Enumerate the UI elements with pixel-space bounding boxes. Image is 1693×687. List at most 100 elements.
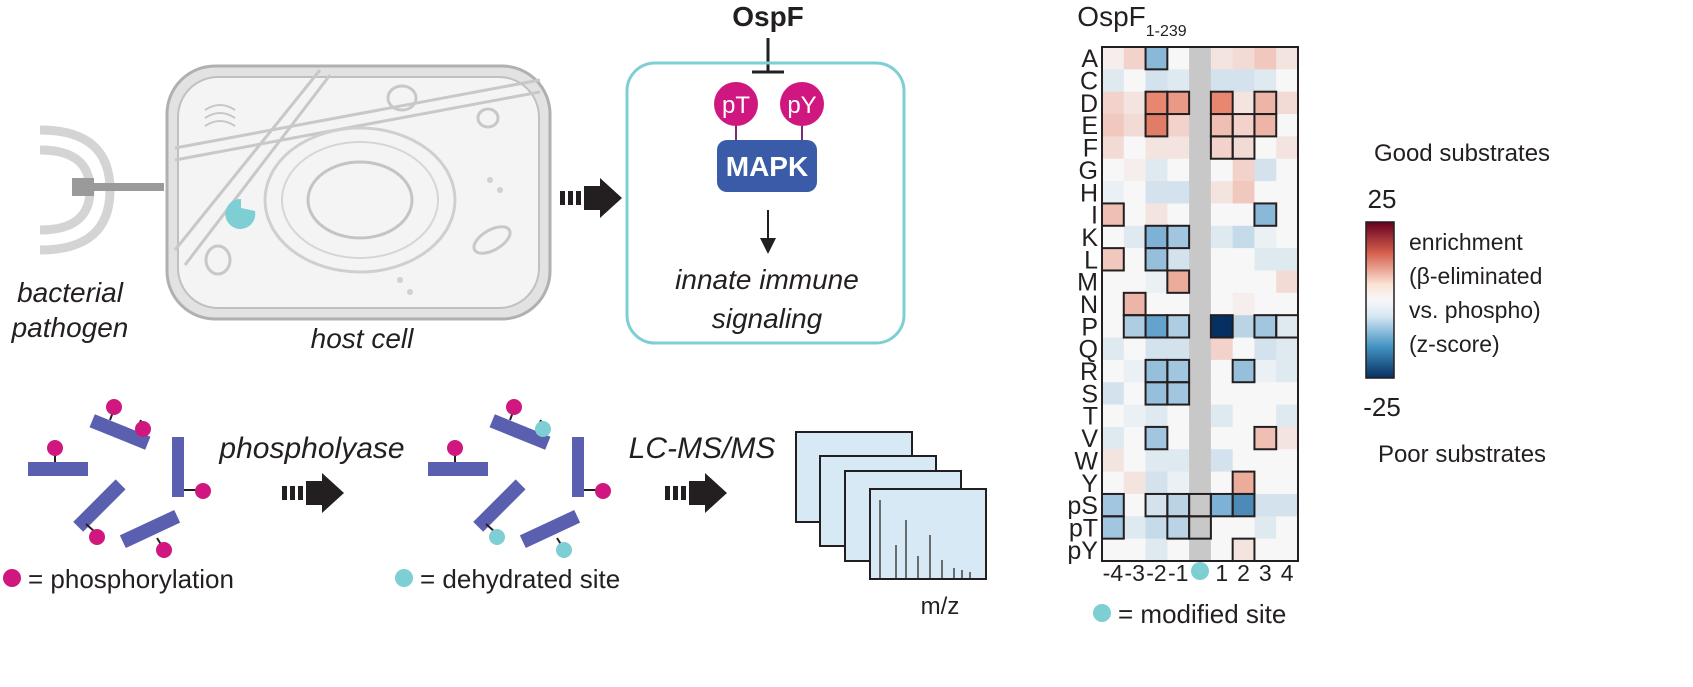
- heatmap-cell: [1189, 248, 1212, 271]
- heatmap-cell: [1189, 337, 1212, 361]
- heatmap-cell: [1232, 114, 1255, 137]
- dehydrated-protein-pool: [428, 399, 611, 558]
- heatmap-cell: [1232, 426, 1255, 450]
- heatmap-y-label: W: [1074, 447, 1098, 475]
- heatmap-y-label: pS: [1067, 492, 1098, 520]
- heatmap-cell: [1232, 493, 1255, 517]
- heatmap-cell: [1189, 382, 1212, 406]
- heatmap-cell: [1189, 426, 1212, 450]
- heatmap-cell: [1232, 382, 1255, 406]
- heatmap-y-label: H: [1080, 179, 1098, 207]
- heatmap-cell: [1145, 69, 1168, 93]
- heatmap-cell: [1123, 449, 1147, 473]
- heatmap-cell: [1254, 136, 1277, 160]
- heatmap-y-label: G: [1079, 157, 1098, 185]
- heatmap-y-label: F: [1083, 135, 1098, 163]
- heatmap-cell: [1232, 359, 1255, 383]
- heatmap-cell: [1276, 493, 1299, 517]
- py-label: pY: [787, 92, 816, 119]
- heatmap-cell: [1145, 337, 1168, 361]
- host-cell-icon: [165, 64, 552, 321]
- heatmap-cell: [1102, 91, 1125, 115]
- block-arrow-icon: [282, 473, 344, 513]
- heatmap-cell: [1123, 136, 1147, 160]
- heatmap-cell: [1167, 426, 1190, 450]
- heatmap-cell: [1145, 248, 1168, 271]
- heatmap-cell: [1210, 292, 1234, 316]
- mapk-box: [717, 140, 817, 192]
- heatmap-cell: [1210, 426, 1234, 450]
- heatmap-cell: [1210, 248, 1234, 271]
- phospholyase-label: phospholyase: [218, 432, 404, 465]
- heatmap-x-label: 2: [1237, 560, 1250, 586]
- heatmap-cell: [1232, 69, 1255, 93]
- heatmap-cell: [1276, 270, 1299, 294]
- pt-site: [714, 82, 758, 126]
- poor-substrates-label: Poor substrates: [1378, 441, 1546, 468]
- heatmap-cell: [1123, 203, 1147, 227]
- heatmap-cell: [1145, 225, 1168, 249]
- heatmap-cell: [1167, 471, 1190, 495]
- heatmap-x-label: 3: [1259, 560, 1272, 586]
- heatmap-cell: [1189, 91, 1212, 115]
- heatmap-cell: [1254, 69, 1277, 93]
- heatmap-cell: [1145, 315, 1168, 339]
- heatmap-y-label: T: [1083, 403, 1098, 431]
- heatmap-cell: [1232, 181, 1255, 204]
- heatmap-cell: [1189, 404, 1212, 428]
- heatmap-cell: [1276, 382, 1299, 406]
- heatmap-cell: [1102, 225, 1125, 249]
- heatmap-cell: [1102, 69, 1125, 93]
- heatmap-cell: [1102, 248, 1125, 271]
- heatmap-cell: [1102, 136, 1125, 160]
- heatmap-cell: [1102, 203, 1125, 227]
- heatmap-outlined-cell: [1166, 90, 1191, 116]
- heatmap-cell: [1102, 493, 1125, 517]
- heatmap-cell: [1167, 516, 1190, 540]
- heatmap-cell: [1210, 47, 1234, 70]
- heatmap-cell: [1123, 91, 1147, 115]
- heatmap-cell: [1145, 203, 1168, 227]
- heatmap-cell: [1276, 315, 1299, 339]
- heatmap-cell: [1232, 248, 1255, 271]
- heatmap-cell: [1210, 181, 1234, 204]
- phospho-legend-dot: [3, 569, 21, 587]
- heatmap-cell: [1189, 359, 1212, 383]
- heatmap-cell: [1189, 449, 1212, 473]
- heatmap-cell: [1254, 270, 1277, 294]
- heatmap-y-label: I: [1091, 202, 1098, 230]
- heatmap-cell: [1210, 493, 1234, 517]
- heatmap-cell: [1276, 69, 1299, 93]
- mapk-label: MAPK: [726, 151, 808, 182]
- heatmap-cell: [1210, 516, 1234, 540]
- heatmap-cell: [1232, 538, 1255, 562]
- heatmap-cell: [1167, 359, 1190, 383]
- heatmap-cell: [1232, 270, 1255, 294]
- heatmap-cell: [1167, 493, 1190, 517]
- heatmap-cell: [1189, 471, 1212, 495]
- heatmap-cell: [1254, 91, 1277, 115]
- bacterial-pathogen-icon: [39, 125, 164, 255]
- heatmap-cell: [1210, 538, 1234, 562]
- heatmap-cell: [1254, 337, 1277, 361]
- heatmap-cell: [1123, 292, 1147, 316]
- heatmap-cell: [1145, 493, 1168, 517]
- heatmap-x-label: -4: [1103, 560, 1124, 586]
- heatmap-cell: [1145, 158, 1168, 182]
- heatmap-cell: [1123, 471, 1147, 495]
- heatmap-cell: [1145, 538, 1168, 562]
- heatmap-cell: [1232, 337, 1255, 361]
- host-cell-label: host cell: [311, 323, 414, 354]
- heatmap-outlined-cell: [1253, 113, 1278, 138]
- heatmap-outlined-cell: [1144, 425, 1169, 451]
- heatmap-cell: [1232, 449, 1255, 473]
- heatmap-cell: [1210, 359, 1234, 383]
- heatmap-cell: [1254, 114, 1277, 137]
- heatmap-cell: [1167, 292, 1190, 316]
- heatmap-cell: [1232, 47, 1255, 70]
- heatmap-cell: [1189, 225, 1212, 249]
- heatmap-cell: [1102, 114, 1125, 137]
- heatmap-cell: [1123, 114, 1147, 137]
- outcome-label-1: innate immune: [675, 264, 859, 295]
- modified-legend-label: = modified site: [1118, 599, 1286, 629]
